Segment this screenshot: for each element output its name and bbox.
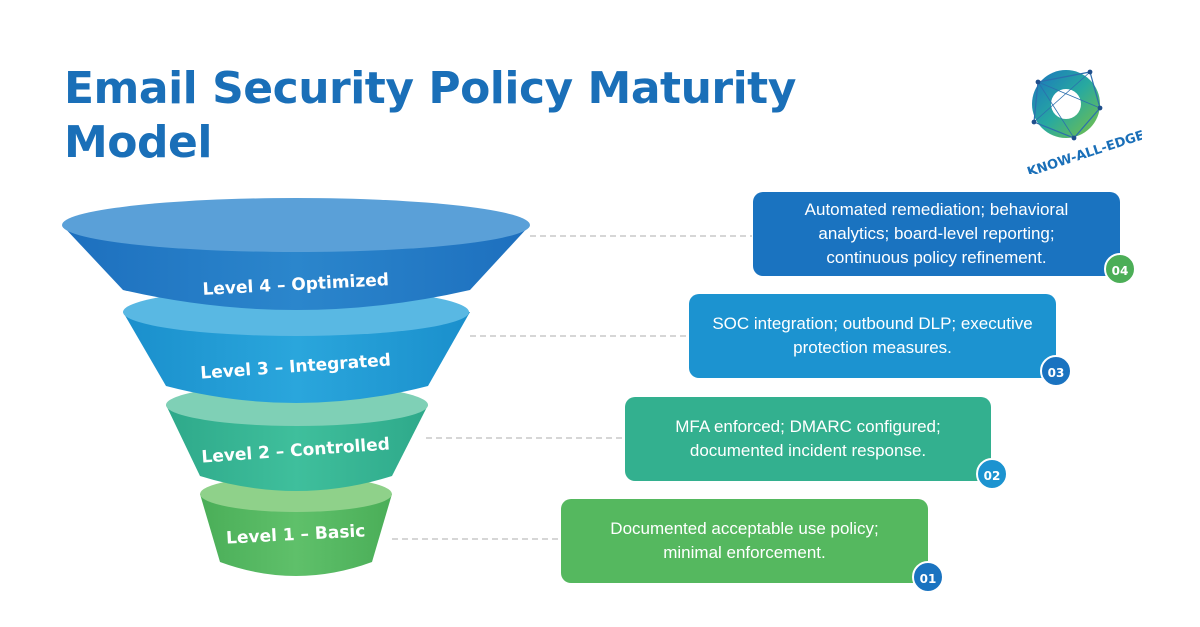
know-all-edge-logo: KNOW-ALL-EDGE xyxy=(1025,69,1142,174)
level-3-badge: 03 xyxy=(1040,355,1072,387)
level-4-description-box: Automated remediation; behavioral analyt… xyxy=(753,192,1120,276)
level-2-description-box: MFA enforced; DMARC configured; document… xyxy=(625,397,991,481)
level-4-badge: 04 xyxy=(1104,253,1136,285)
level-1-badge: 01 xyxy=(912,561,944,593)
page-title: Email Security Policy Maturity Model xyxy=(64,63,796,168)
logo-mark xyxy=(1031,69,1103,141)
funnel-level-4: Level 4 – Optimized xyxy=(62,198,530,310)
level-1-description: Documented acceptable use policy; minima… xyxy=(610,519,879,562)
level-2-badge: 02 xyxy=(976,458,1008,490)
level-1-description-box: Documented acceptable use policy; minima… xyxy=(561,499,928,583)
level-3-description-box: SOC integration; outbound DLP; executive… xyxy=(689,294,1056,378)
level-4-description: Automated remediation; behavioral analyt… xyxy=(804,200,1069,267)
level-2-description: MFA enforced; DMARC configured; document… xyxy=(675,417,941,460)
connectors xyxy=(392,235,752,540)
level-3-description: SOC integration; outbound DLP; executive… xyxy=(712,314,1033,357)
